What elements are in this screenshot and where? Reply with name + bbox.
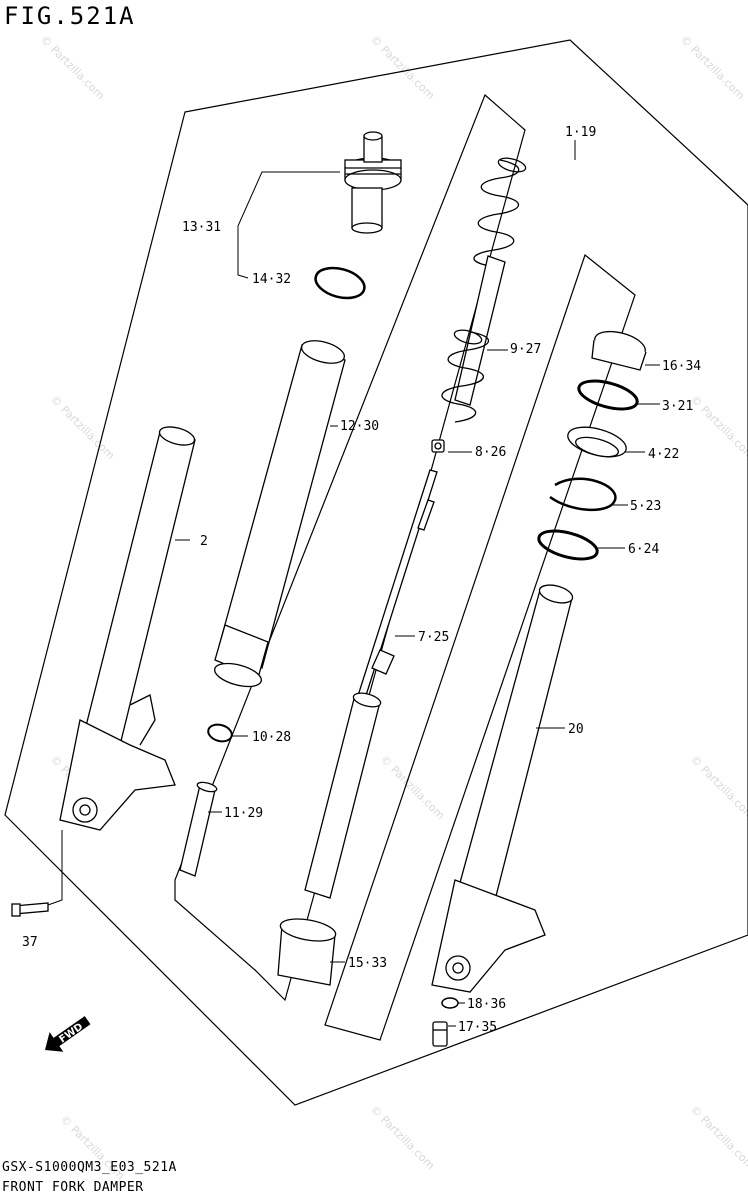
inner-frame-right <box>324 253 636 1041</box>
callout-18-36: 18·36 <box>467 997 506 1012</box>
callout-5-23: 5·23 <box>630 499 661 514</box>
callout-16-34: 16·34 <box>662 359 701 374</box>
collar <box>277 918 337 986</box>
callout-1-19: 1·19 <box>565 125 596 140</box>
spring-lower <box>441 329 490 423</box>
callout-labels: 1·19 2 3·21 4·22 5·23 6·24 7·25 8·26 9·2… <box>22 125 701 1035</box>
figure-title: FIG.521A <box>4 2 136 30</box>
callout-17-35: 17·35 <box>458 1020 497 1035</box>
callout-6-24: 6·24 <box>628 542 659 557</box>
callout-3-21: 3·21 <box>662 399 693 414</box>
o-ring <box>314 266 366 300</box>
callout-20: 20 <box>568 722 584 737</box>
watermark: © Partzilla.com <box>368 1103 437 1172</box>
bolt-37 <box>11 902 49 917</box>
inner-tube-right <box>431 584 574 993</box>
damper-cap <box>344 131 402 234</box>
spring-upper <box>454 157 527 406</box>
figure-code: GSX-S1000QM3_E03_521A <box>2 1160 177 1175</box>
figure-name: FRONT FORK DAMPER <box>2 1180 144 1195</box>
outer-frame <box>4 39 748 1106</box>
callout-4-22: 4·22 <box>648 447 679 462</box>
inner-frame-damper <box>174 93 526 1002</box>
watermark: © Partzilla.com <box>688 753 748 822</box>
damper-rod <box>304 469 438 899</box>
outer-tube-left <box>59 426 196 831</box>
callout-9-27: 9·27 <box>510 342 541 357</box>
watermark: © Partzilla.com <box>678 33 747 102</box>
callout-7-25: 7·25 <box>418 630 449 645</box>
callout-13-31: 13·31 <box>182 220 221 235</box>
fwd-label: FWD <box>57 1021 85 1045</box>
watermark: © Partzilla.com <box>368 33 437 102</box>
gasket <box>441 997 459 1009</box>
callout-15-33: 15·33 <box>348 956 387 971</box>
callout-11-29: 11·29 <box>224 806 263 821</box>
leader-lines <box>47 140 660 1027</box>
cylinder <box>179 781 218 877</box>
callout-12-30: 12·30 <box>340 419 379 434</box>
callout-14-32: 14·32 <box>252 272 291 287</box>
callout-8-26: 8·26 <box>475 445 506 460</box>
nut <box>431 439 445 453</box>
callout-37: 37 <box>22 935 38 950</box>
watermark: © Partzilla.com <box>688 393 748 462</box>
stopper-ring <box>577 379 639 411</box>
callout-10-28: 10·28 <box>252 730 291 745</box>
watermark: © Partzilla.com <box>688 1103 748 1172</box>
circlip <box>549 477 617 512</box>
spacer-tube <box>214 340 346 688</box>
watermark: © Partzilla.com <box>48 393 117 462</box>
watermark: © Partzilla.com <box>378 753 447 822</box>
fwd-arrow-icon: FWD <box>45 1016 91 1052</box>
seal <box>207 723 233 743</box>
right-stack <box>537 330 647 561</box>
callout-2: 2 <box>200 534 208 549</box>
drain-bolt <box>432 1021 448 1047</box>
watermark: © Partzilla.com <box>38 33 107 102</box>
washer <box>537 529 599 561</box>
